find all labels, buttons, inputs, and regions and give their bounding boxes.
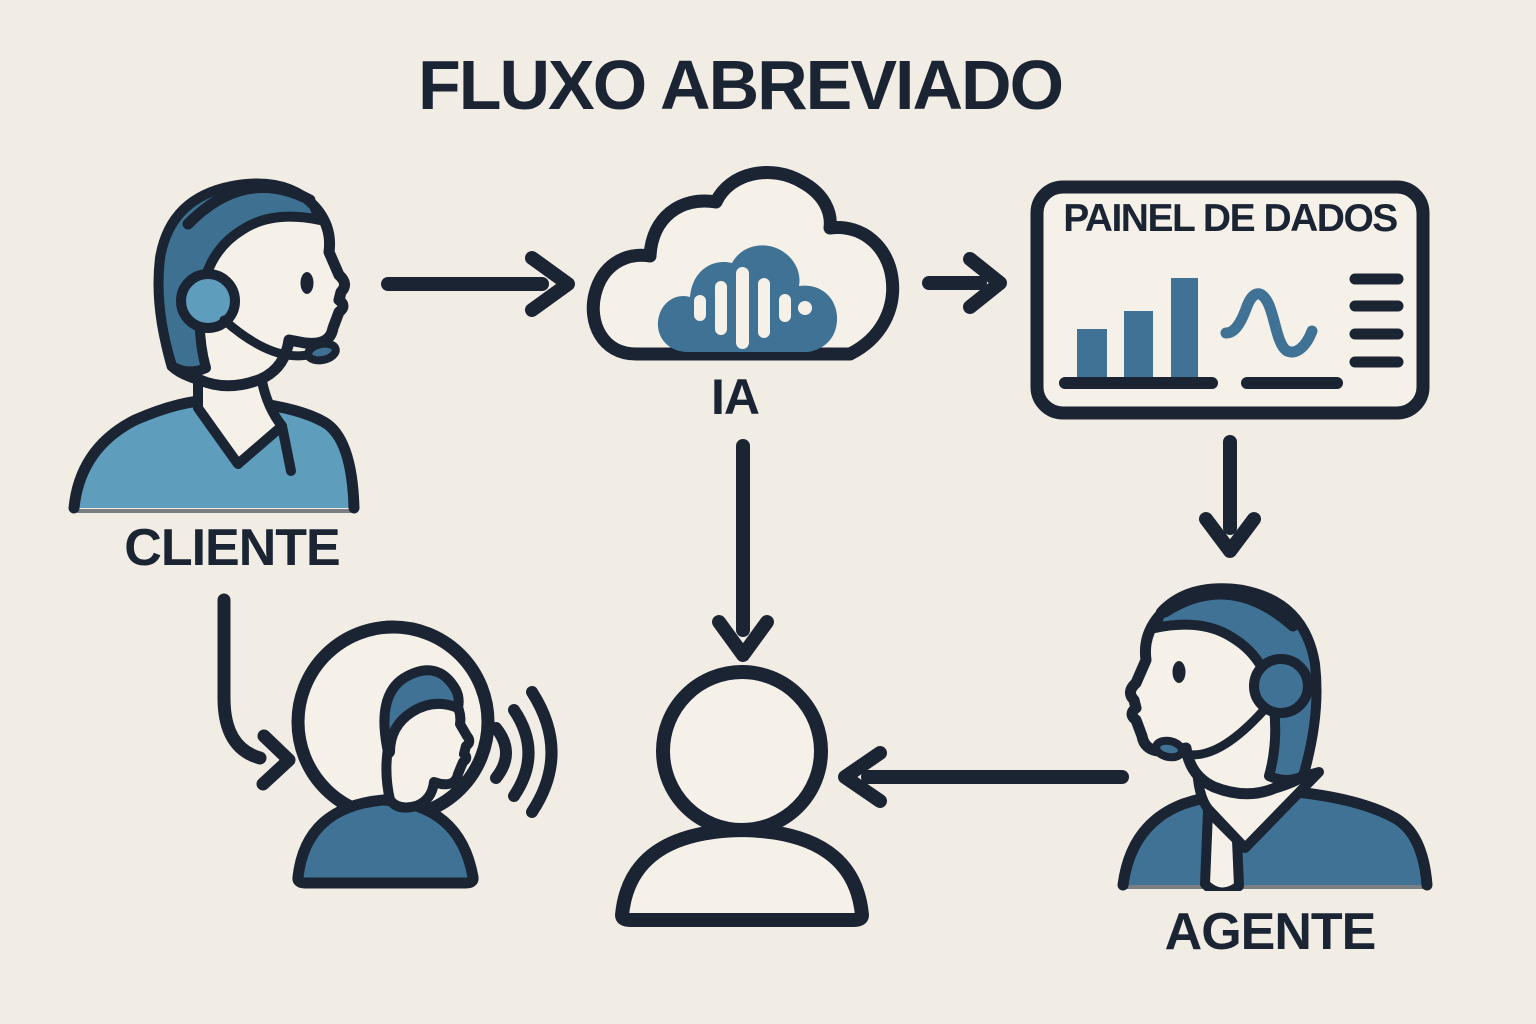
agent-eye — [1172, 661, 1186, 683]
agent-headset-profile-icon — [1117, 583, 1433, 891]
agent-mic-boom-icon — [1174, 706, 1268, 760]
cliente-label: CLIENTE — [124, 519, 340, 577]
agent-tie-icon — [1200, 806, 1244, 891]
agent-hair — [1150, 583, 1322, 785]
agent-mic-icon — [1152, 736, 1186, 762]
customer-headset-profile-icon — [68, 178, 360, 514]
silhouette-shoulders — [615, 823, 869, 927]
agent-headset-earcup-icon — [1249, 654, 1313, 718]
bar-chart-icon — [1059, 278, 1218, 389]
listener-shoulders — [292, 794, 479, 889]
agent-headset-band-icon — [1159, 588, 1299, 632]
client-headset-band-icon — [182, 181, 316, 230]
trend-line-icon — [1220, 288, 1343, 389]
silhouette-head — [656, 665, 828, 837]
client-eye — [300, 272, 314, 294]
dashboard-panel: PAINEL DE DADOS — [1030, 180, 1430, 420]
listener-hair — [379, 665, 464, 758]
arrow-painel-to-agente — [1199, 435, 1261, 558]
arrow-ia-to-pessoa — [712, 439, 774, 662]
arrow-cliente-to-ouvinte — [217, 593, 296, 791]
list-lines-icon — [1349, 273, 1404, 368]
listening-person-voice-icon — [291, 620, 558, 889]
client-headset-earcup-icon — [176, 269, 240, 333]
arrow-agente-to-pessoa — [838, 746, 1129, 808]
ai-voice-cloud-icon — [586, 165, 900, 361]
client-mic-icon — [304, 339, 340, 365]
painel-label: PAINEL DE DADOS — [1063, 197, 1398, 240]
page-title: FLUXO ABREVIADO — [417, 46, 1064, 124]
agente-label: AGENTE — [1164, 903, 1377, 961]
voice-waveform-icon — [694, 267, 812, 349]
client-mic-boom-icon — [219, 315, 317, 361]
arrow-ia-to-painel — [922, 252, 1007, 314]
agent-shirt — [1123, 789, 1427, 885]
ia-label: IA — [711, 369, 760, 425]
dashboard-panel-icon — [1030, 180, 1430, 420]
person-silhouette-icon — [615, 665, 869, 927]
arrow-cliente-to-ia — [381, 251, 575, 317]
voice-waves-icon — [490, 686, 558, 818]
